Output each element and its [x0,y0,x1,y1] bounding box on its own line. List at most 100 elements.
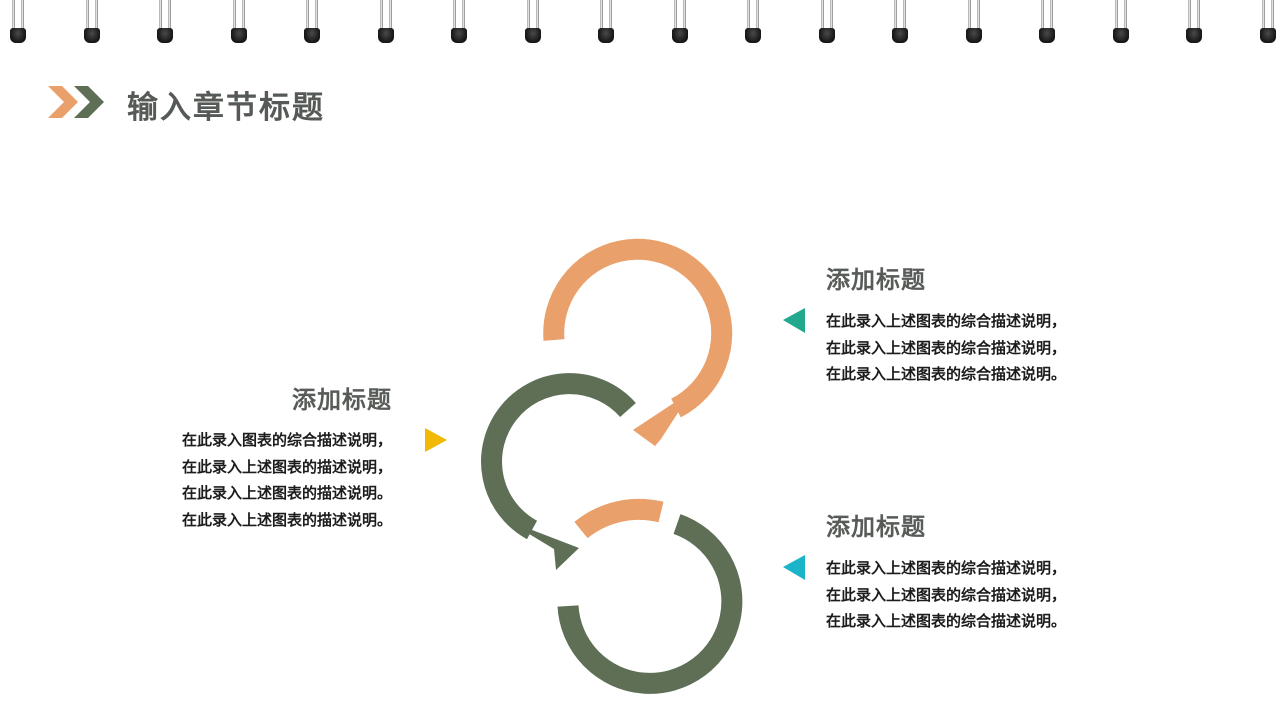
binder-wire [95,0,98,30]
binder-wire [1124,0,1127,30]
binder-ring [671,0,689,44]
binder-hole [1186,28,1202,43]
orange-arc-bottom [574,498,664,539]
binder-wire [462,0,465,30]
description-line: 在此录入上述图表的描述说明。 [181,484,392,502]
description-line: 在此录入上述图表的综合描述说明， [826,559,1067,577]
binder-wire [12,0,15,30]
orange-arrowhead [633,391,692,446]
binder-ring [744,0,762,44]
description-line: 在此录入上述图表的综合描述说明。 [826,365,1067,383]
binder-ring [965,0,983,44]
binder-hole [745,28,761,43]
binder-hole [672,28,688,43]
binder-wire [821,0,824,30]
binder-ring [1259,0,1277,44]
binder-wire [536,0,539,30]
binder-ring [891,0,909,44]
description-line: 在此录入上述图表的综合描述说明， [826,585,1067,604]
binder-wire [977,0,980,30]
binder-wire [1188,0,1191,30]
text-block-left: 添加标题 在此录入图表的综合描述说明， 在此录入上述图表的描述说明， 在此录入上… [182,380,392,533]
block-title: 添加标题 [826,513,926,541]
binder-hole [819,28,835,43]
chevron-orange [48,86,78,118]
binder-wire [600,0,603,30]
binder-wire [306,0,309,30]
binder-ring [230,0,248,44]
description-line: 在此录入上述图表的综合描述说明， [826,338,1067,357]
binder-wire [747,0,750,30]
binder-ring [9,0,27,44]
text-block-bottom-right: 添加标题 在此录入上述图表的综合描述说明， 在此录入上述图表的综合描述说明， 在… [826,507,1066,635]
description-line: 在此录入上述图表的综合描述说明， [826,312,1067,330]
binder-ring [524,0,542,44]
binder-hole [10,28,26,43]
binder-wire [894,0,897,30]
binder-wire [242,0,245,30]
page-title: 输入章节标题 [127,90,325,126]
text-block-top-right: 添加标题 在此录入上述图表的综合描述说明， 在此录入上述图表的综合描述说明， 在… [826,260,1066,388]
binder-wire [527,0,530,30]
binder-wire [1262,0,1265,30]
description-line: 在此录入上述图表的描述说明。 [181,510,392,529]
binder-hole [892,28,908,43]
description-line: 在此录入上述图表的描述说明， [181,457,392,476]
triangle-left-icon [783,308,805,333]
binder-wire [1050,0,1053,30]
binder-hole [84,28,100,43]
binder-wire [159,0,162,30]
binder-wire [609,0,612,30]
binder-wire [380,0,383,30]
double-chevron-icon [48,86,104,118]
chevron-green [74,86,104,118]
description-line: 在此录入图表的综合描述说明， [181,431,392,449]
binder-wire [315,0,318,30]
binder-wire [453,0,456,30]
notebook-binder [0,0,1280,46]
binder-wire [389,0,392,30]
block-title: 添加标题 [826,266,926,294]
block-description: 在此录入上述图表的综合描述说明， 在此录入上述图表的综合描述说明， 在此录入上述… [826,308,1066,388]
block-title: 添加标题 [292,386,392,414]
green-arrowhead [506,520,579,570]
triangle-right-icon [425,428,447,452]
binder-hole [1113,28,1129,43]
binder-hole [231,28,247,43]
binder-wire [674,0,677,30]
binder-hole [378,28,394,43]
binder-wire [21,0,24,30]
binder-ring [1038,0,1056,44]
binder-ring [303,0,321,44]
binder-ring [156,0,174,44]
binder-ring [818,0,836,44]
binder-wire [683,0,686,30]
green-arc-bottom [557,514,743,694]
binder-hole [451,28,467,43]
binder-ring [377,0,395,44]
binder-wire [903,0,906,30]
binder-ring [450,0,468,44]
green-arc-middle [481,373,636,540]
binder-wire [1115,0,1118,30]
binder-hole [157,28,173,43]
binder-ring [1112,0,1130,44]
description-line: 在此录入上述图表的综合描述说明。 [826,612,1067,630]
binder-wire [1041,0,1044,30]
binder-wire [233,0,236,30]
binder-hole [304,28,320,43]
binder-hole [1260,28,1276,43]
binder-wire [168,0,171,30]
binder-ring [83,0,101,44]
binder-wire [1197,0,1200,30]
triangle-left-icon [783,555,805,580]
orange-arc-top [543,238,733,418]
binder-wire [86,0,89,30]
binder-ring [1185,0,1203,44]
binder-hole [525,28,541,43]
block-description: 在此录入上述图表的综合描述说明， 在此录入上述图表的综合描述说明， 在此录入上述… [826,555,1066,635]
binder-ring [597,0,615,44]
binder-wire [830,0,833,30]
binder-wire [968,0,971,30]
